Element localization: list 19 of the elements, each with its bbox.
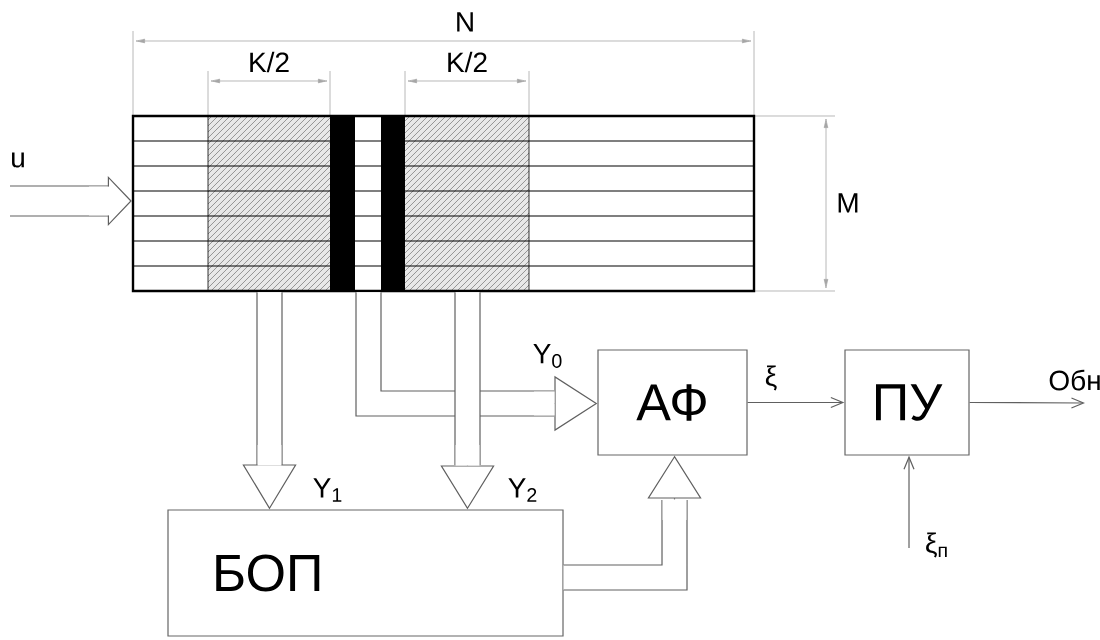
signal-label: Y$_{0}$ bbox=[530, 342, 566, 370]
arrow bbox=[747, 396, 845, 409]
signal-label: ξ bbox=[762, 363, 780, 393]
block-box: БОП bbox=[167, 509, 564, 637]
register-matrix-drawing bbox=[131, 114, 756, 293]
block-box: АФ bbox=[597, 349, 748, 456]
signal-label: Обн bbox=[1046, 367, 1100, 393]
signal-label: Y$_{2}$ bbox=[505, 476, 541, 504]
register-matrix-drawing bbox=[405, 116, 529, 291]
arrow bbox=[903, 455, 915, 549]
signal-label: u bbox=[8, 150, 28, 170]
signal-label: Y$_{1}$ bbox=[310, 476, 346, 504]
dimension-label: K/2 bbox=[250, 51, 289, 73]
dimension-label: K/2 bbox=[448, 51, 487, 73]
block-box: ПУ bbox=[844, 349, 970, 456]
signal-label: ξ$_{п}$ bbox=[922, 530, 952, 560]
arrow bbox=[969, 397, 1085, 409]
dimension-label: N bbox=[457, 12, 473, 32]
dimension-label: M bbox=[838, 193, 858, 213]
